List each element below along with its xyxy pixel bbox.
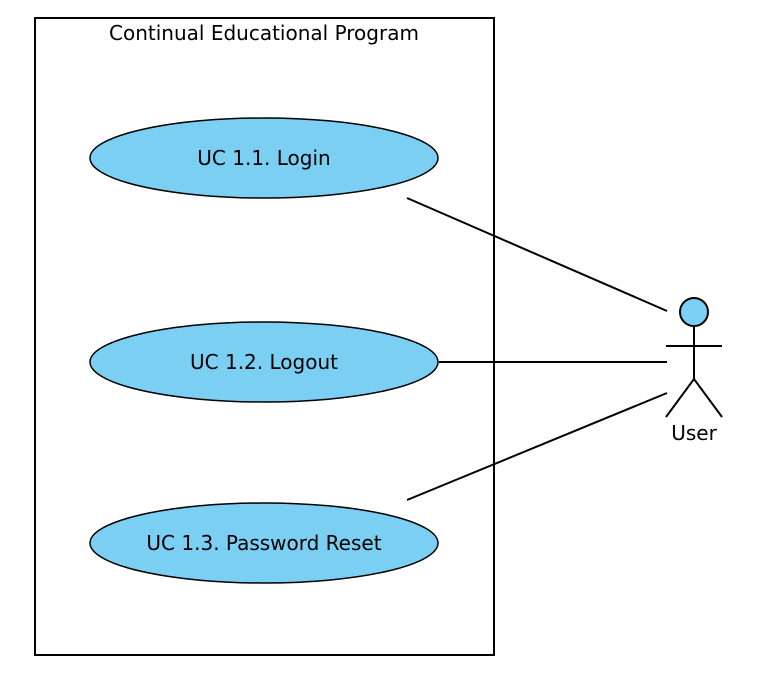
use-case-password-reset-ellipse[interactable] bbox=[89, 502, 439, 584]
use-case-logout-ellipse[interactable] bbox=[89, 321, 439, 403]
use-case-login-ellipse[interactable] bbox=[89, 117, 439, 199]
use-case-login[interactable]: UC 1.1. Login bbox=[89, 117, 439, 199]
actor-head-icon bbox=[679, 297, 709, 327]
association-password-reset-user[interactable] bbox=[406, 392, 668, 501]
use-case-password-reset-label: UC 1.3. Password Reset bbox=[146, 531, 381, 555]
use-case-password-reset[interactable]: UC 1.3. Password Reset bbox=[89, 502, 439, 584]
actor-name: User bbox=[671, 421, 717, 445]
use-case-logout[interactable]: UC 1.2. Logout bbox=[89, 321, 439, 403]
actor-right-leg bbox=[693, 378, 723, 418]
association-login-user[interactable] bbox=[406, 197, 668, 312]
system-title: Continual Educational Program bbox=[109, 21, 419, 45]
use-case-login-label: UC 1.1. Login bbox=[197, 146, 330, 170]
associations bbox=[406, 197, 668, 501]
actor-left-leg bbox=[665, 378, 695, 418]
actor-user[interactable]: User bbox=[665, 297, 723, 445]
use-case-logout-label: UC 1.2. Logout bbox=[190, 350, 338, 374]
